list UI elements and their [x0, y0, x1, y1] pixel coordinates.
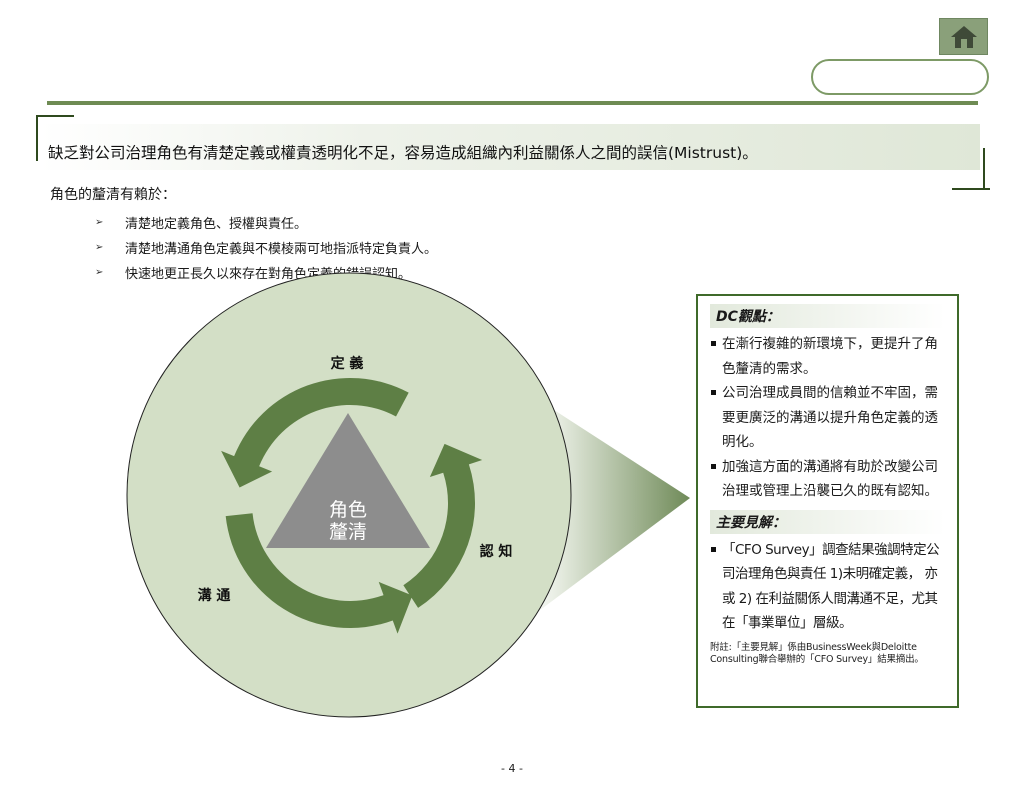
list-item: 加強這方面的溝通將有助於改變公司治理或管理上沿襲已久的既有認知。	[710, 455, 945, 504]
label-definition: 定 義	[331, 355, 364, 372]
list-item: 公司治理成員間的信賴並不牢固，需要更廣泛的溝通以提升角色定義的透明化。	[710, 381, 945, 455]
key-insight-list: 「CFO Survey」調查結果強調特定公司治理角色與責任 1)未明確定義， 亦…	[710, 538, 945, 636]
center-label-line1: 角色	[329, 499, 367, 521]
page-number: - 4 -	[501, 762, 523, 775]
bracket-bottom-right	[983, 148, 985, 190]
cycle-arrows	[221, 378, 483, 634]
bracket-bottom-right	[952, 188, 990, 190]
dc-viewpoint-title: DC觀點：	[710, 304, 945, 328]
list-item: 「CFO Survey」調查結果強調特定公司治理角色與責任 1)未明確定義， 亦…	[710, 538, 945, 636]
list-item-text: 清楚地溝通角色定義與不模棱兩可地指派特定負責人。	[125, 242, 438, 257]
arrow-bullet-icon: ➢	[95, 242, 104, 253]
arrow-definition	[221, 378, 409, 488]
intro-text: 角色的釐清有賴於：	[50, 187, 176, 203]
house-icon	[950, 25, 977, 48]
list-item: 在漸行複雜的新環境下，更提升了角色釐清的需求。	[710, 332, 945, 381]
header-rule	[47, 101, 978, 105]
dc-viewpoint-box: DC觀點： 在漸行複雜的新環境下，更提升了角色釐清的需求。 公司治理成員間的信賴…	[696, 294, 959, 708]
list-item-text: 清楚地定義角色、授權與責任。	[125, 217, 308, 232]
bracket-top-left	[36, 115, 38, 161]
label-recognition: 認 知	[480, 543, 513, 560]
footnote: 附註:「主要見解」係由BusinessWeek與Deloitte Consult…	[710, 641, 924, 665]
key-insight-title: 主要見解：	[710, 509, 945, 534]
list-item: ➢ 清楚地溝通角色定義與不模棱兩可地指派特定負責人。	[95, 235, 437, 260]
arrow-communication	[225, 513, 413, 634]
arrow-bullet-icon: ➢	[95, 217, 104, 228]
list-item: ➢ 清楚地定義角色、授權與責任。	[95, 210, 437, 235]
arrow-recognition	[403, 443, 483, 608]
bracket-top-left	[36, 115, 74, 117]
label-communication: 溝 通	[198, 587, 231, 604]
dc-viewpoint-list: 在漸行複雜的新環境下，更提升了角色釐清的需求。 公司治理成員間的信賴並不牢固，需…	[710, 332, 945, 504]
home-button[interactable]	[939, 18, 988, 55]
header-pill-frame	[811, 59, 989, 95]
center-label-line2: 釐清	[329, 521, 367, 543]
headline: 缺乏對公司治理角色有清楚定義或權責透明化不足，容易造成組織內利益關係人之間的誤信…	[48, 144, 758, 162]
headline-band	[40, 124, 980, 170]
arrow-bullet-icon: ➢	[95, 267, 104, 278]
center-triangle	[266, 413, 430, 548]
